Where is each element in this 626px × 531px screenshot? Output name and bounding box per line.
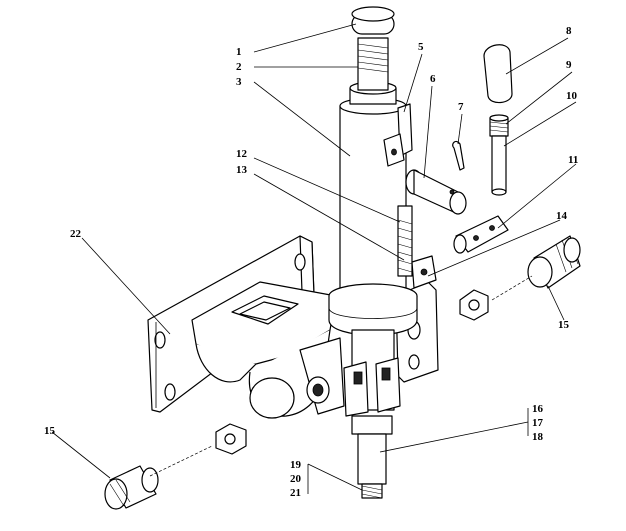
lower-shaft-16-21 <box>343 329 401 499</box>
label-18: 18 <box>532 431 544 443</box>
bushing-15-right <box>527 235 581 289</box>
assembly-line-left <box>149 445 213 477</box>
castle-nut-left <box>215 423 247 455</box>
label-11: 11 <box>568 154 578 166</box>
label-6: 6 <box>430 73 436 85</box>
cotter-pin-7 <box>452 140 465 171</box>
label-3: 3 <box>236 76 242 88</box>
label-19: 19 <box>290 459 302 471</box>
label-15-left: 15 <box>44 425 56 437</box>
column-tube-3 <box>328 97 418 336</box>
label-12: 12 <box>236 148 248 160</box>
fork-pin-11 <box>453 215 509 254</box>
label-14: 14 <box>556 210 568 222</box>
label-1: 1 <box>236 46 242 58</box>
label-20: 20 <box>290 473 302 485</box>
callout-labels: 1 2 3 5 6 7 8 9 10 11 12 13 14 15 22 15 … <box>44 25 578 499</box>
label-5: 5 <box>418 41 424 53</box>
assembly-line-right <box>491 275 533 301</box>
label-22: 22 <box>70 228 82 240</box>
cap-8 <box>483 44 513 104</box>
leader-lines <box>51 23 577 494</box>
bushing-15-left <box>104 465 159 510</box>
label-8: 8 <box>566 25 572 37</box>
top-rod-1-2 <box>349 6 397 105</box>
label-16: 16 <box>532 403 544 415</box>
label-2: 2 <box>236 61 242 73</box>
label-13: 13 <box>236 164 248 176</box>
label-17: 17 <box>532 417 544 429</box>
label-7: 7 <box>458 101 464 113</box>
clip-bracket-5 <box>383 103 413 167</box>
fork-clamp-14 <box>411 255 437 289</box>
label-15-right: 15 <box>558 319 570 331</box>
label-9: 9 <box>566 59 572 71</box>
pin-6 <box>405 169 467 215</box>
spring-insert-12-13 <box>397 205 413 277</box>
label-10: 10 <box>566 90 578 102</box>
pin-9-10 <box>489 114 509 196</box>
castle-nut-right <box>459 289 489 321</box>
label-21: 21 <box>290 487 301 499</box>
